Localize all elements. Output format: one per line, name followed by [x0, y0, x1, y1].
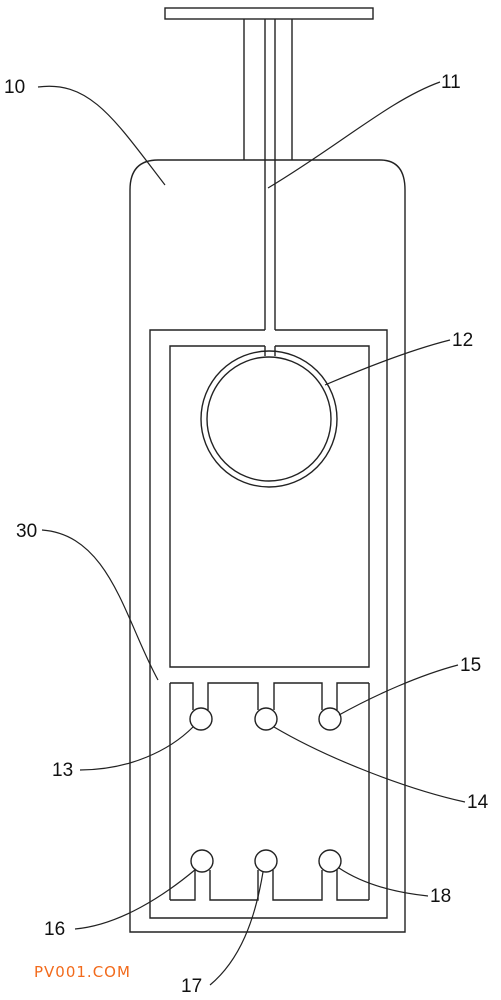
- valve-16: [190, 849, 214, 873]
- inner-housing: [149, 329, 388, 919]
- ball-12: [200, 350, 338, 488]
- leader-10: [37, 85, 166, 186]
- plunger-rod: [243, 19, 293, 160]
- leader-12: [324, 339, 451, 386]
- label-30: 30: [16, 521, 37, 542]
- valve-17: [254, 849, 278, 873]
- valve-18: [318, 849, 342, 873]
- lower-chamber: [169, 682, 370, 901]
- label-10: 10: [4, 77, 25, 98]
- leader-17: [209, 871, 264, 986]
- watermark: PV001.COM: [34, 963, 131, 981]
- leader-30: [41, 529, 159, 681]
- label-11: 11: [441, 72, 461, 93]
- label-12: 12: [452, 330, 473, 351]
- label-18: 18: [430, 886, 451, 907]
- leader-16: [74, 868, 197, 930]
- valve-14: [254, 707, 278, 731]
- label-17: 17: [181, 976, 202, 997]
- leader-14: [273, 726, 466, 803]
- outer-body: [129, 159, 406, 933]
- leader-18: [338, 867, 429, 897]
- label-14: 14: [467, 792, 489, 813]
- plunger-handle: [164, 7, 374, 20]
- leader-13: [79, 726, 194, 771]
- label-13: 13: [52, 760, 73, 781]
- inner-tube: [264, 160, 276, 330]
- leader-lines: [37, 81, 466, 986]
- label-16: 16: [44, 919, 65, 940]
- label-15: 15: [460, 655, 481, 676]
- leader-15: [338, 664, 459, 716]
- valve-15: [318, 707, 342, 731]
- valve-13: [189, 707, 213, 731]
- leader-11: [267, 81, 441, 189]
